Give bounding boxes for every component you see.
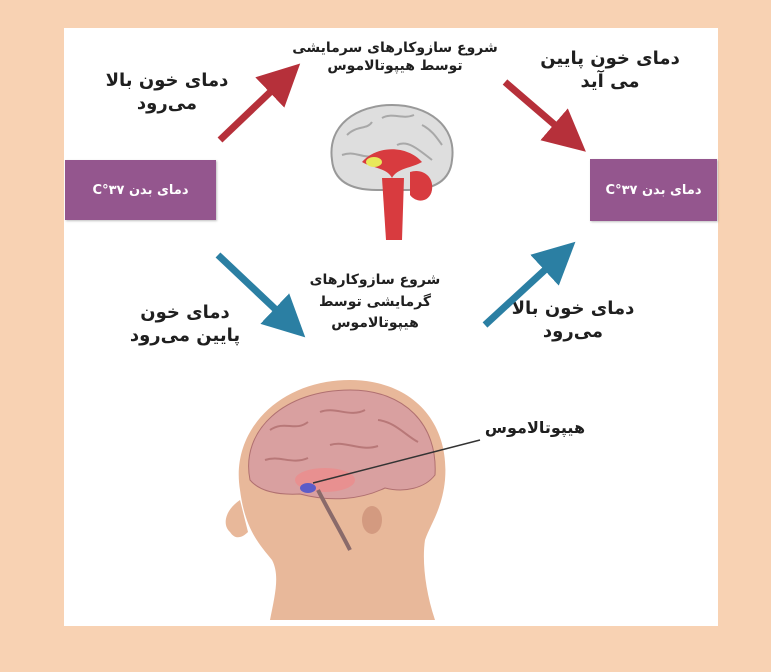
hypothalamus-label: هیپوتالاموس	[470, 418, 600, 438]
